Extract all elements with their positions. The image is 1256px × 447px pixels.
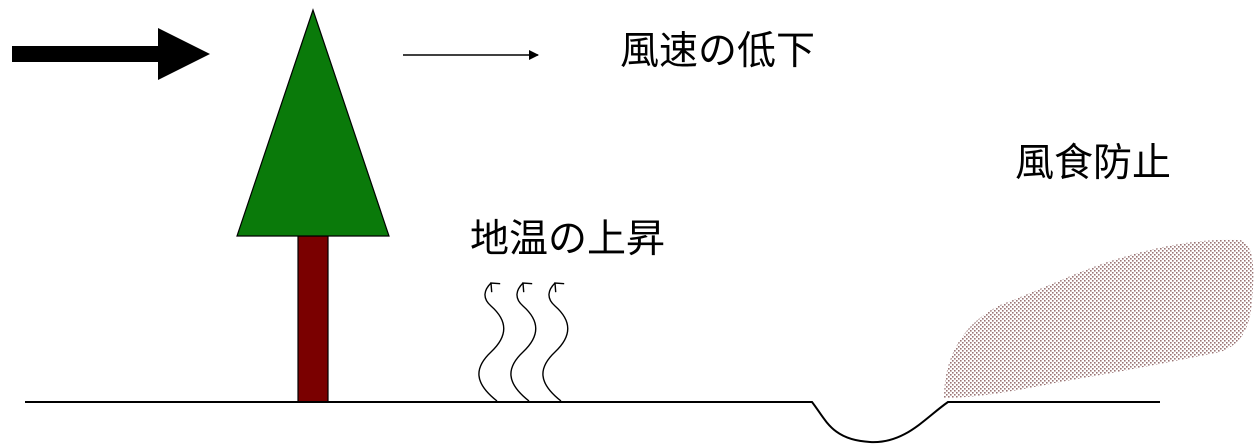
wind-speed-reduction-label: 風速の低下: [620, 29, 816, 74]
soil-temperature-rise-label: 地温の上昇: [470, 217, 666, 262]
tree-trunk: [297, 235, 329, 403]
heat-wave-3: [542, 282, 569, 402]
rising-heat-icon: [478, 282, 569, 402]
heat-wave-1: [478, 282, 505, 402]
heat-wave-2: [510, 282, 537, 402]
wind-erosion-prevention-label: 風食防止: [1015, 141, 1172, 186]
windbreak-tree-icon: [236, 8, 390, 403]
strong-wind-arrow-icon: [12, 28, 210, 80]
ground-line: [25, 401, 1160, 444]
blowing-soil-cloud: [944, 239, 1254, 398]
tree-crown: [236, 8, 390, 237]
